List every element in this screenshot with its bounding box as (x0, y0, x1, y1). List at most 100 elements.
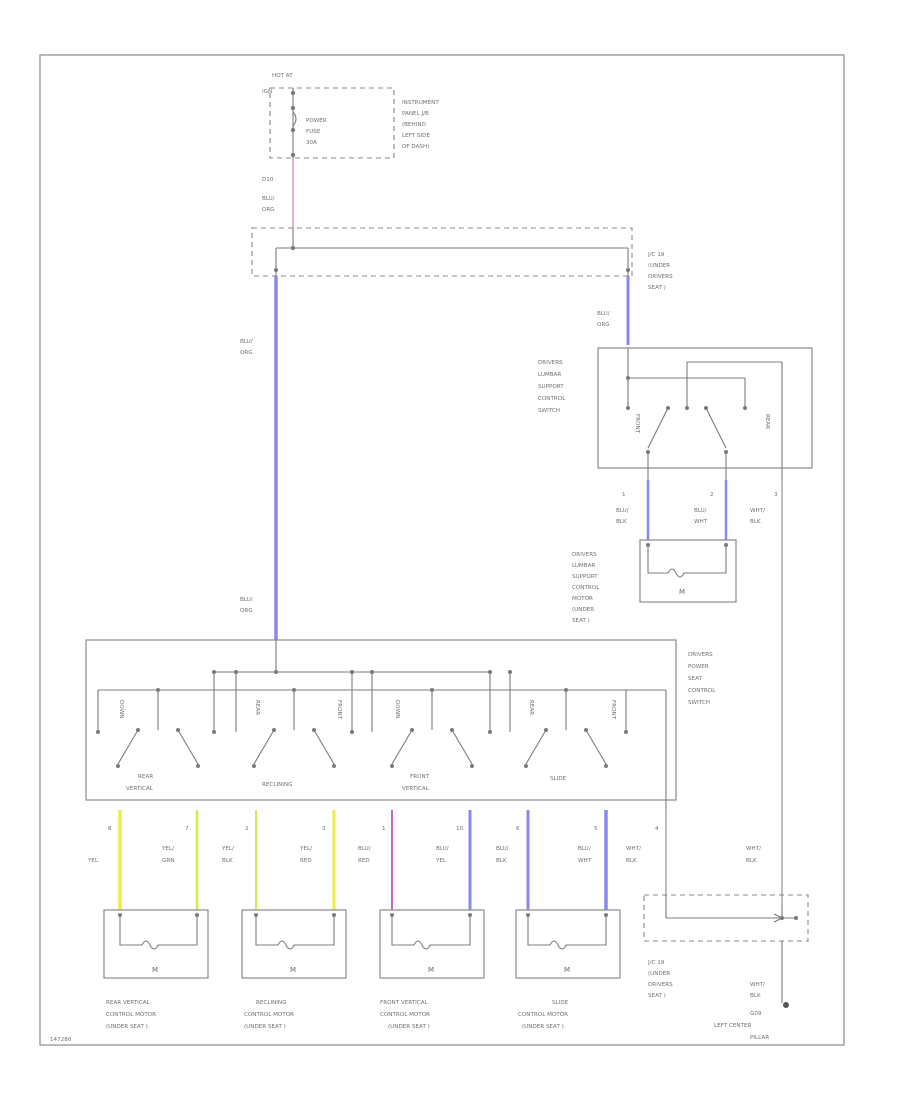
pin-5: 5 (594, 826, 598, 832)
motor-sl-label-1: SLIDE (552, 1000, 569, 1006)
lumbar-switch-title-2: LUMBAR (538, 372, 561, 378)
seat-switch-title-4: CONTROL (688, 688, 716, 694)
fuse-label-3: 30A (306, 140, 317, 146)
section-reclining: RECLINING (262, 782, 292, 788)
lumbar-motor-title-6: (UNDER (572, 607, 594, 613)
lumbar-motor-title-7: SEAT ) (572, 618, 590, 624)
wire-color-lw-1: BLU/ (694, 508, 707, 514)
motor-rv-m: M (152, 966, 158, 974)
lumbar-motor-title-4: CONTROL (572, 585, 600, 591)
section-vertical-2: VERTICAL (402, 786, 430, 792)
wc-br-1: BLU/ (358, 846, 371, 852)
switch-rear-vertical: DOWN REAR VERTICAL (116, 670, 238, 792)
seat-switch-title-2: POWER (688, 664, 709, 670)
fuse-location-3: (BEHIND (402, 122, 426, 128)
wire-color-main-1: BLU/ (240, 339, 253, 345)
power-seat-switch-box (85, 639, 677, 801)
junction-top-outline (251, 227, 633, 277)
wc-bb-2: BLK (496, 858, 507, 864)
fuse-symbol (292, 111, 297, 127)
switch-slide: REAR FRONT SLIDE (524, 688, 628, 782)
wc-yr-2: RED (300, 858, 312, 864)
seat-switch-title-1: DRIVERS (688, 652, 713, 658)
lumbar-motor-m: M (679, 588, 685, 596)
wire-color-lg-1: WHT/ (750, 508, 765, 514)
pin-6: 6 (516, 826, 520, 832)
jc-bottom-label-3: DRIVERS (648, 982, 673, 988)
wc-by-2: YEL (435, 858, 447, 864)
wire-color-lb-2: BLK (616, 519, 627, 525)
pin-lumbar-2: 2 (710, 492, 714, 498)
sl-label-rear: REAR (528, 700, 534, 715)
section-front: FRONT (410, 774, 430, 780)
lumbar-pos-rear: REAR (764, 414, 770, 429)
jc-top-label-1: J/C 19 (647, 252, 665, 258)
ground-location-2: PILLAR (750, 1035, 769, 1041)
seat-switch-title-3: SEAT (688, 676, 702, 682)
fuse-label-2: FUSE (306, 129, 321, 135)
wc-yb-2: BLK (222, 858, 233, 864)
section-slide: SLIDE (550, 776, 567, 782)
fuse-location-4: LEFT SIDE (402, 133, 430, 139)
jc-top-label-3: DRIVERS (648, 274, 673, 280)
ground-point (783, 1002, 789, 1008)
rc-label-rear: REAR (254, 700, 260, 715)
motor-fv-label-2: CONTROL MOTOR (380, 1012, 430, 1018)
wc-bb-1: BLU/ (496, 846, 509, 852)
junction-bottom-outline (643, 894, 809, 942)
wc-wb-4: BLK (746, 858, 757, 864)
wc-wb-3: WHT/ (746, 846, 761, 852)
motor-rc-m: M (290, 966, 296, 974)
lumbar-switch-title-1: DRIVERS (538, 360, 563, 366)
lumbar-switch-title-5: SWITCH (538, 408, 560, 414)
fuse-location-5: OF DASH) (402, 144, 429, 150)
motor-fv-m: M (428, 966, 434, 974)
jc-bottom-label-1: J/C 19 (647, 960, 665, 966)
figure-code: 147280 (50, 1037, 72, 1043)
wire-color-main-2: ORG (240, 350, 253, 356)
fuse-location-1: INSTRUMENT (402, 100, 439, 106)
fuse-location-2: PANEL J/B (402, 111, 429, 117)
ground-code: G09 (750, 1011, 762, 1017)
jc-bottom-label-4: SEAT ) (648, 993, 666, 999)
motor-sl-label-3: (UNDER SEAT ) (522, 1024, 564, 1030)
jc-bottom-label-2: (UNDER (648, 971, 670, 977)
wc-wb-1: WHT/ (626, 846, 641, 852)
lumbar-motor-box (639, 539, 737, 603)
wc-yel: YEL (87, 858, 99, 864)
wire-color-lumbar-1: BLU/ (597, 311, 610, 317)
pin-lumbar-3: 3 (774, 492, 778, 498)
wc-yg-1: YEL/ (161, 846, 174, 852)
lumbar-motor-title-5: MOTOR (572, 596, 593, 602)
motor-sl-label-2: CONTROL MOTOR (518, 1012, 568, 1018)
switch-front-vertical: DOWN FRONT VERTICAL (390, 670, 512, 792)
ground-location-1: LEFT CENTER (714, 1023, 752, 1029)
fuse-box-outline (269, 87, 395, 159)
lumbar-switch-box (597, 347, 813, 469)
wc-yr-1: YEL/ (299, 846, 312, 852)
switch-reclining: REAR FRONT RECLINING (252, 670, 374, 788)
jc-top-label-4: SEAT ) (648, 285, 666, 291)
pin-lumbar-1: 1 (622, 492, 626, 498)
wc-yb-1: YEL/ (221, 846, 234, 852)
lumbar-switch-title-4: CONTROL (538, 396, 566, 402)
motor-rc-label-2: CONTROL MOTOR (244, 1012, 294, 1018)
fuse-label-1: POWER (306, 118, 327, 124)
wc-bw-1: BLU/ (578, 846, 591, 852)
rv-label-down: DOWN (118, 700, 124, 718)
seat-switch-title-5: SWITCH (688, 700, 710, 706)
pin-10: 10 (456, 826, 464, 832)
ground-wire-1: WHT/ (750, 982, 765, 988)
section-rear: REAR (138, 774, 153, 780)
wc-yg-2: GRN (162, 858, 174, 864)
connector-ref: D10 (262, 177, 274, 183)
motor-rc-label-3: (UNDER SEAT ) (244, 1024, 286, 1030)
sl-label-front: FRONT (610, 700, 616, 720)
motor-rv-label-3: (UNDER SEAT ) (106, 1024, 148, 1030)
motor-sl-m: M (564, 966, 570, 974)
wire-color-main-3: BLU/ (240, 597, 253, 603)
lumbar-motor-title-2: LUMBAR (572, 563, 595, 569)
pin-4: 4 (655, 826, 659, 832)
motor-reclining: M (241, 909, 347, 979)
pin-7: 7 (185, 826, 189, 832)
